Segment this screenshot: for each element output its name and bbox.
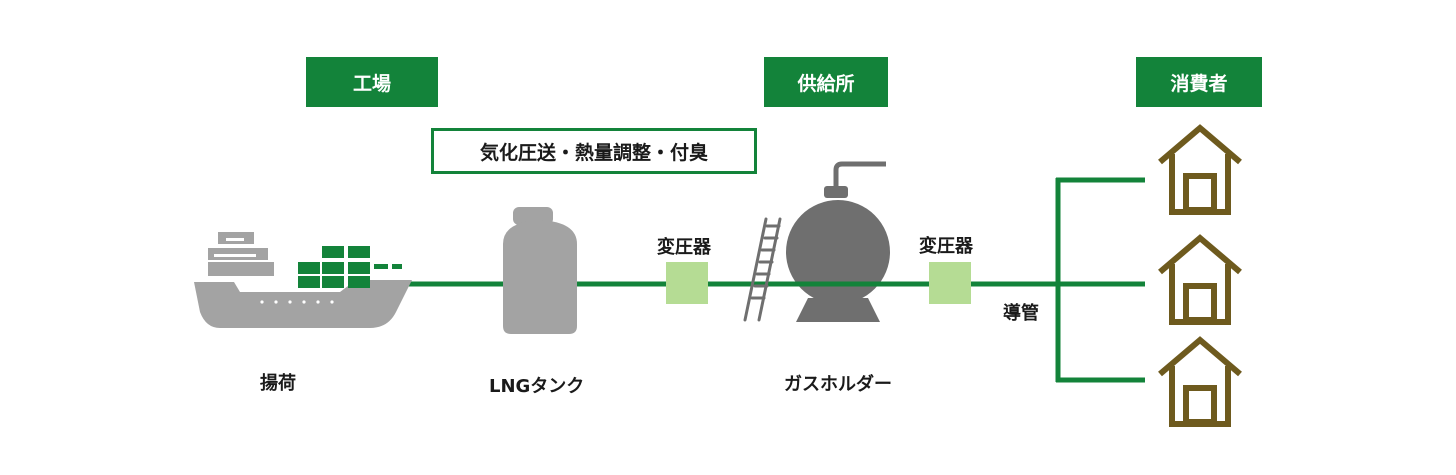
label-gas-holder: ガスホルダー xyxy=(784,374,892,395)
gas-holder-icon xyxy=(743,161,890,322)
house-icon xyxy=(1160,238,1240,322)
ship-icon xyxy=(194,232,412,328)
regulator-box-1 xyxy=(666,262,708,304)
label-pipe: 導管 xyxy=(1003,303,1039,324)
house-icon xyxy=(1160,128,1240,212)
house-icon xyxy=(1160,340,1240,424)
header-factory: 工場 xyxy=(306,57,438,107)
label-unloading: 揚荷 xyxy=(260,373,296,394)
header-supply-station: 供給所 xyxy=(764,57,888,107)
label-regulator-2: 変圧器 xyxy=(919,236,973,257)
regulator-box-2 xyxy=(929,262,971,304)
label-regulator-1: 変圧器 xyxy=(657,237,711,258)
process-box: 気化圧送・熱量調整・付臭 xyxy=(431,128,757,174)
label-lng-tank: LNGタンク xyxy=(489,376,585,397)
lng-tank-icon xyxy=(503,207,577,334)
distribution-pipes xyxy=(1055,177,1145,383)
header-consumer: 消費者 xyxy=(1136,57,1262,107)
